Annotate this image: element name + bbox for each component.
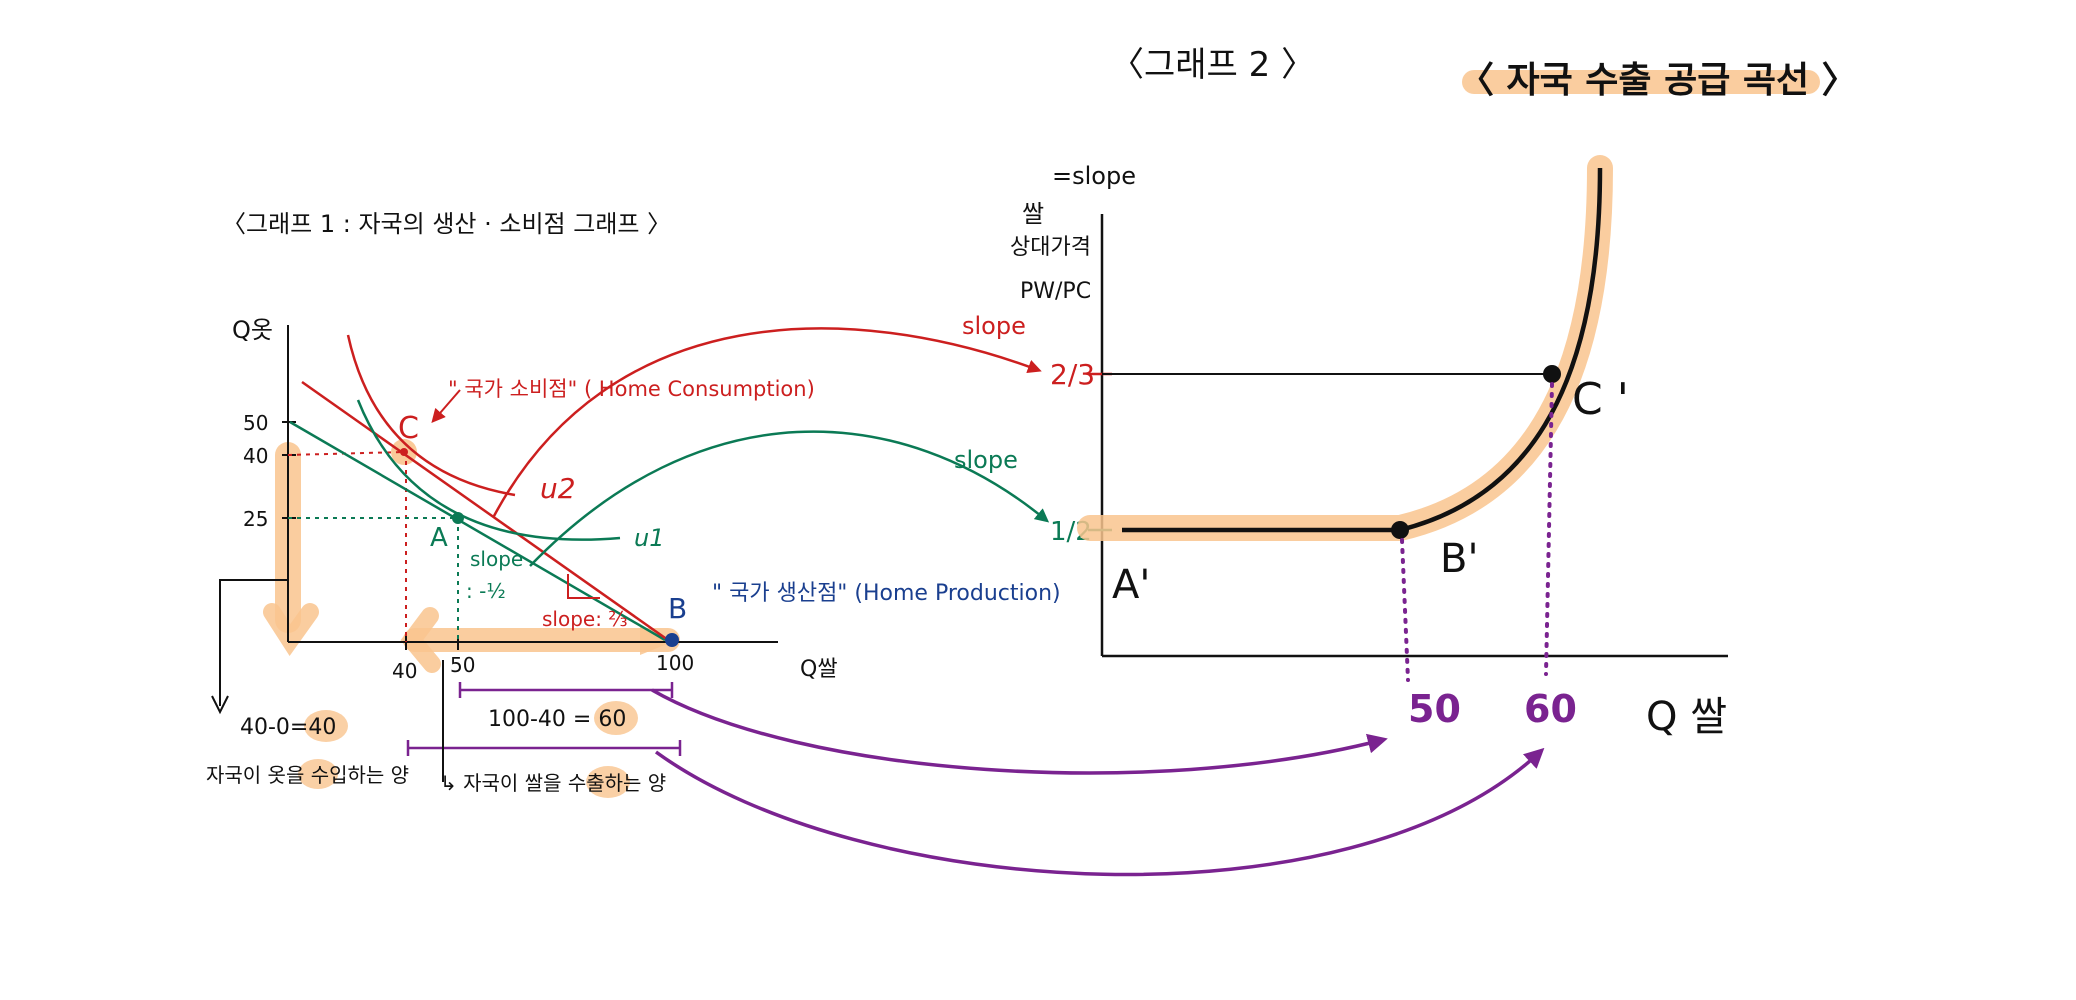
red-slope-label: slope: ⅔ [542,607,628,631]
point-c-prime-dot [1543,365,1561,383]
consumption-pointer [431,389,461,424]
red-slope-arrow-label: slope [962,312,1026,340]
point-a-prime-label: A' [1112,562,1150,608]
point-b-prime-dot [1391,521,1409,539]
export-supply-curve [1122,167,1603,533]
y-tick-25: 25 [243,507,268,531]
guide-c-horizontal [287,451,405,456]
graph-1-x-axis-label: Q쌀 [800,657,838,682]
export-text: ↳ 자국이 쌀을 수출하는 양 [440,771,666,795]
green-budget-line [289,420,666,642]
red-budget-line [301,380,669,642]
point-a-label: A [430,523,448,553]
label-u2: u2 [540,472,576,505]
highlight-point-b [640,625,672,655]
red-slope-arrow [492,327,1042,517]
import-calc: 40-0=40 [240,715,336,740]
highlight-40 [304,710,348,742]
connecting-arrows: slope slope [492,312,1545,877]
point-b-label: B [668,592,687,625]
graph-2: 〈그래프 2 〉 〈 자국 수출 공급 곡선 〉 =slope 쌀 상대가격 P… [1010,45,1858,740]
indifference-curve-u2 [346,334,516,497]
x-tick-50-quantity: 50 [1408,687,1461,731]
drop-b-prime [1400,538,1410,682]
green-slope-arrow [529,430,1050,567]
highlight-import-word [298,759,338,789]
supply-curve-highlight [1077,155,1613,541]
production-label: " 국가 생산점" (Home Production) [712,581,1061,606]
highlight-x-arrowhead [400,607,441,673]
y-label-pw-pc: PW/PC [1020,279,1091,304]
purple-arrow-to-50 [651,688,1388,775]
indifference-curve-u1 [356,399,621,541]
export-bracket-upper [458,682,674,698]
slope-note: =slope [1052,162,1136,190]
slope-triangle [567,574,600,599]
highlight-y-arrowhead [263,603,319,657]
green-slope-arrow-label: slope [954,446,1018,474]
y-tick-40: 40 [243,444,268,468]
import-text: 자국이 옷을 수입하는 양 [206,763,409,787]
import-bracket [219,579,288,706]
green-slope-value: : -½ [466,579,506,603]
point-b-prime-label: B' [1440,536,1478,582]
point-c-prime-label: C ' [1572,374,1629,425]
drop-c-prime [1544,382,1554,676]
y-label-relative-price: 상대가격 [1010,235,1091,260]
graph-1: 〈그래프 1 : 자국의 생산 · 소비점 그래프 〉 Q옷 Q쌀 50 40 … [206,210,1061,798]
purple-arrow-to-60 [654,747,1545,877]
green-slope-label: slope [470,547,523,571]
y-tick-two-thirds: 2/3 [1050,358,1095,391]
import-bracket-arrow [211,695,229,715]
graph-2-title: 〈그래프 2 〉 [1110,45,1315,85]
graph-1-y-axis-label: Q옷 [232,316,273,344]
graph-2-x-axis-label: Q 쌀 [1646,694,1727,740]
y-label-rice: 쌀 [1022,200,1044,228]
x-tick-50: 50 [450,653,475,677]
consumption-label: " 국가 소비점" ( Home Consumption) [448,377,815,401]
graph-1-title: 〈그래프 1 : 자국의 생산 · 소비점 그래프 〉 [222,210,671,238]
y-tick-50: 50 [243,411,268,435]
point-a-dot [452,512,464,524]
label-u1: u1 [634,524,664,552]
x-tick-40: 40 [392,659,417,683]
point-c-label: C [398,411,419,446]
point-c-dot [400,448,408,456]
x-tick-60-quantity: 60 [1524,687,1577,731]
export-calc: 100-40 = 60 [488,707,626,732]
x-tick-100: 100 [656,651,694,675]
point-b-dot [665,633,679,647]
highlight-60 [594,701,638,735]
export-bracket-lower [406,740,682,756]
graph-2-heading: 〈 자국 수출 공급 곡선 〉 [1458,60,1858,101]
heading-highlight [1462,70,1820,94]
highlight-export-word [586,766,630,798]
